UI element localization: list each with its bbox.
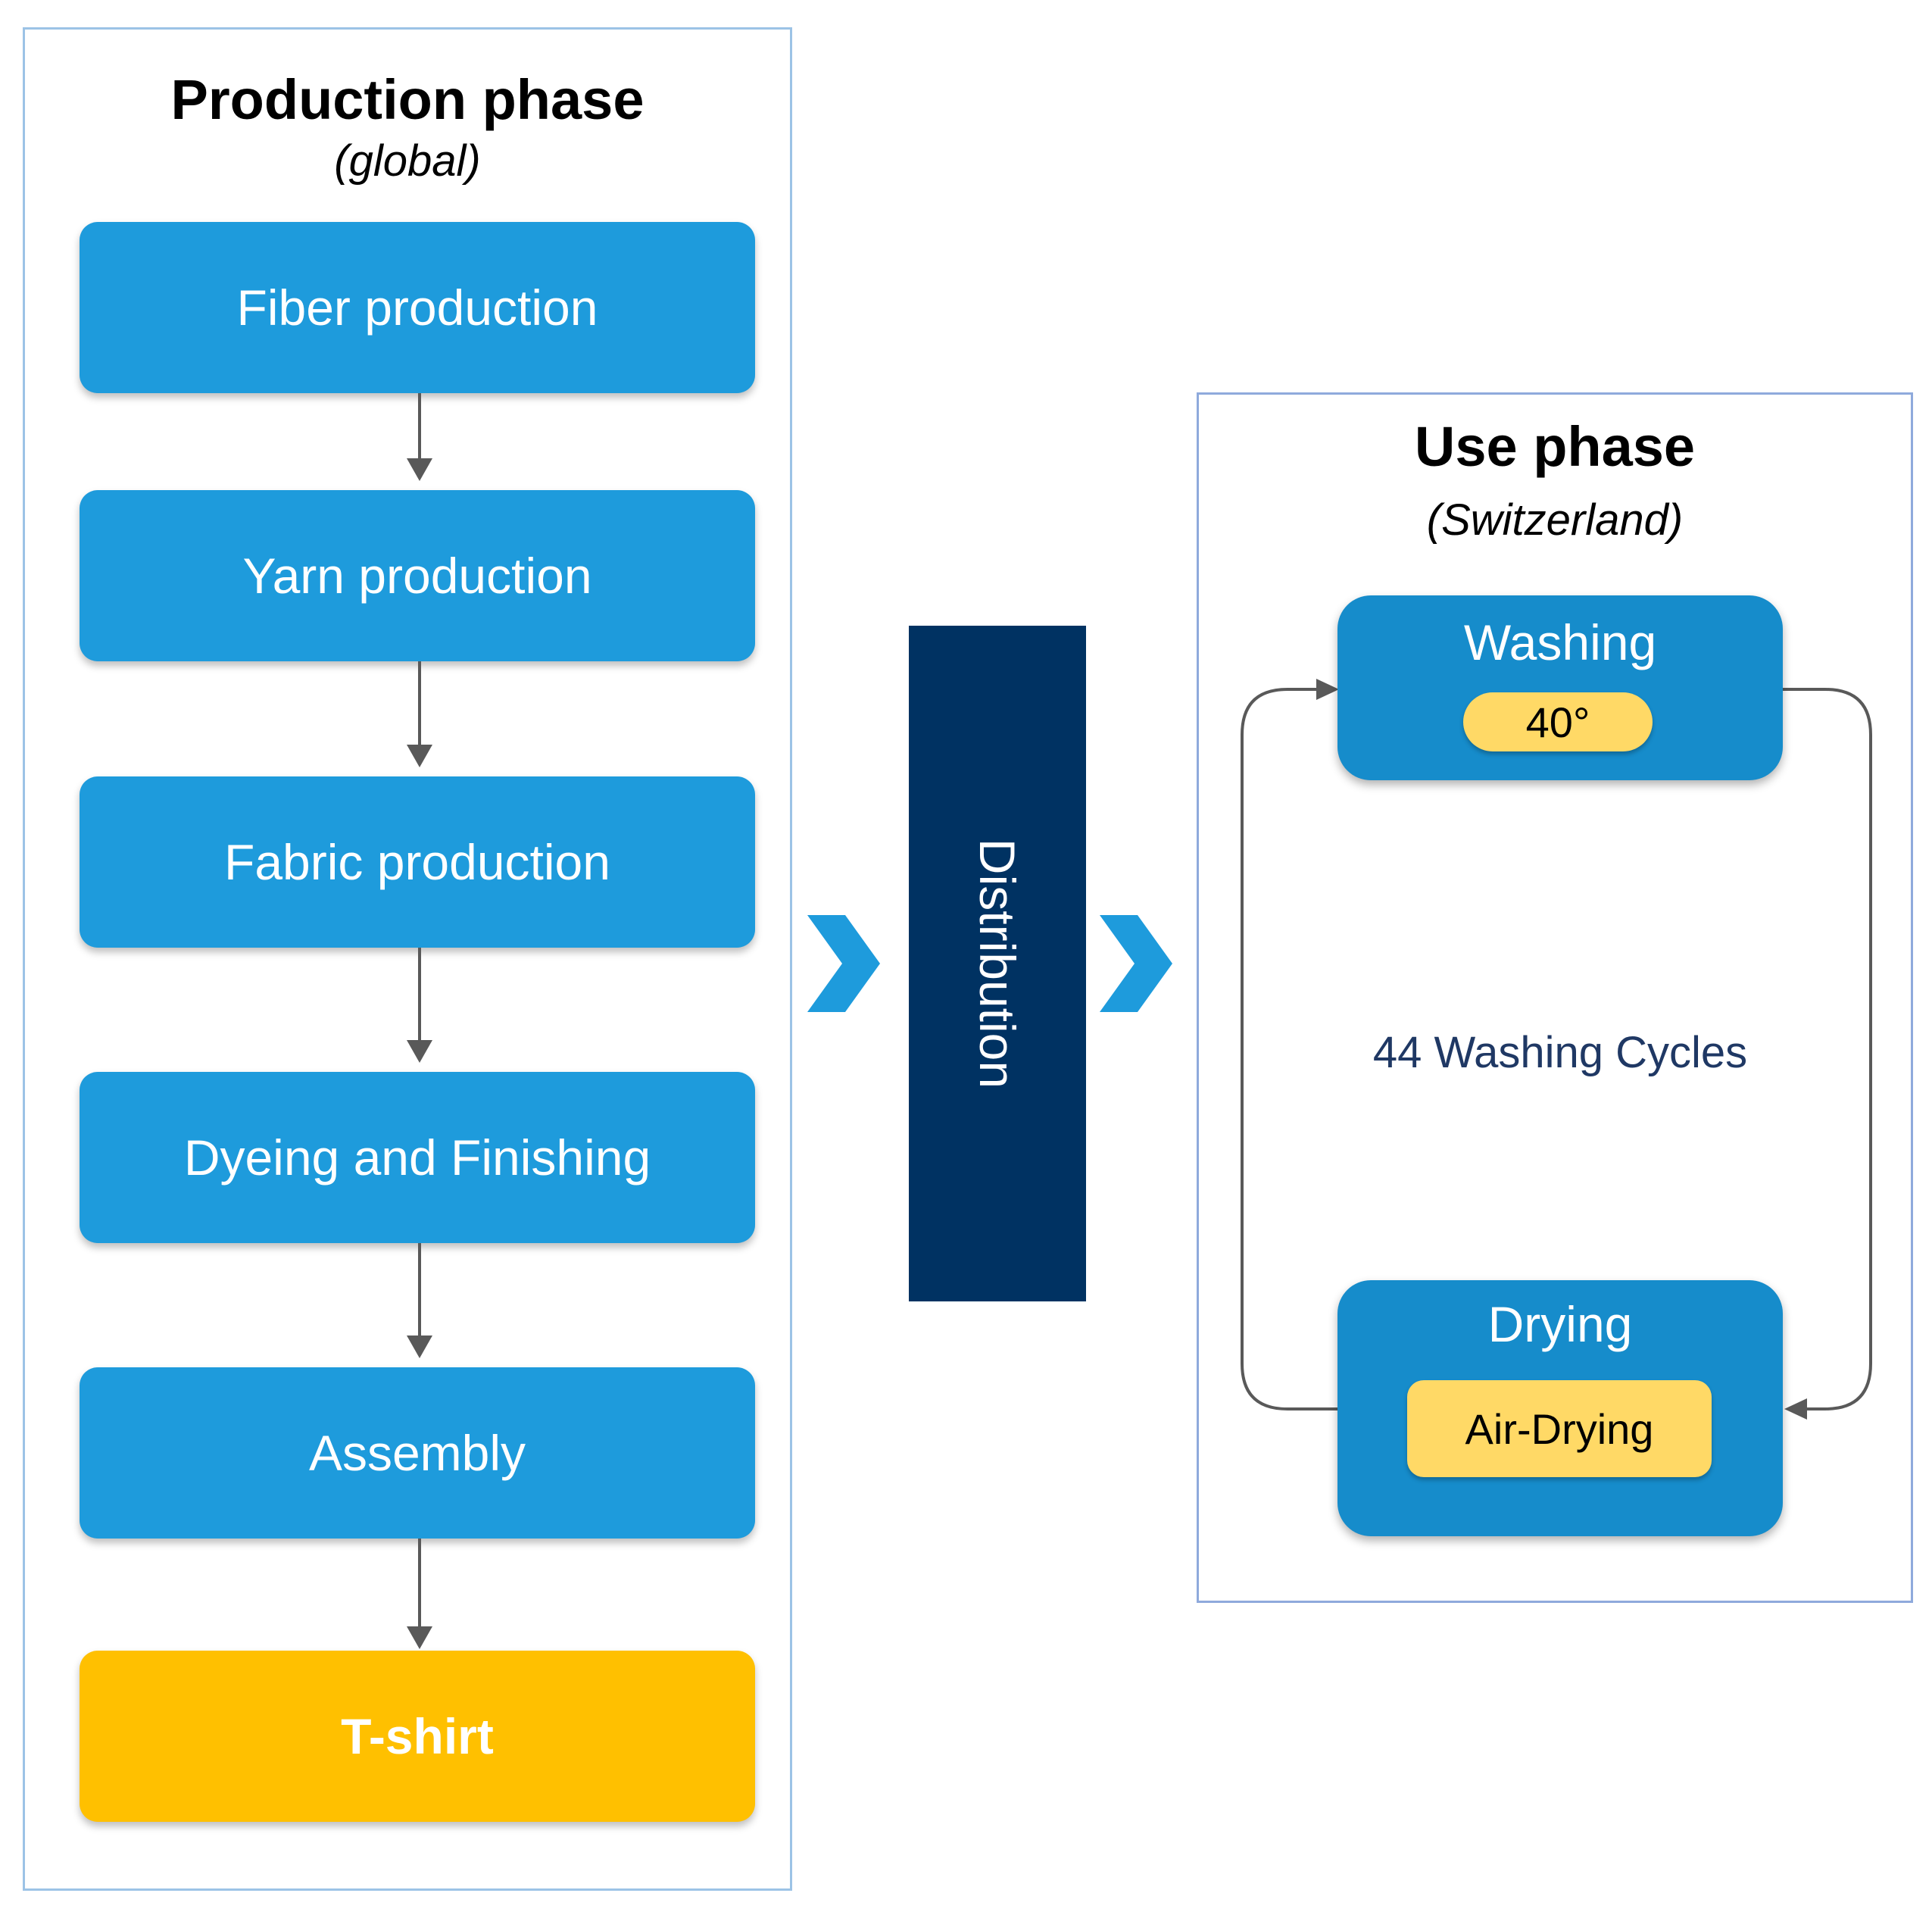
- distribution-block: Distribution: [909, 626, 1086, 1301]
- washing-box: Washing 40°: [1337, 595, 1783, 780]
- step-fabric-production: Fabric production: [80, 776, 755, 948]
- drying-box: Drying Air-Drying: [1337, 1280, 1783, 1536]
- use-phase-title: Use phase: [1414, 415, 1696, 478]
- drying-method-badge: Air-Drying: [1407, 1380, 1712, 1477]
- washing-cycles-label: 44 Washing Cycles: [1372, 1028, 1748, 1077]
- step-t-shirt: T-shirt: [80, 1651, 755, 1822]
- chevron-right-icon: [1100, 915, 1172, 1012]
- temperature-badge: 40°: [1463, 692, 1653, 751]
- production-phase-title: Production phase: [170, 68, 645, 131]
- production-phase-subtitle: (global): [334, 136, 481, 186]
- step-assembly: Assembly: [80, 1367, 755, 1539]
- chevron-right-icon: [807, 915, 880, 1012]
- step-yarn-production: Yarn production: [80, 490, 755, 661]
- production-phase-panel: Production phase (global) Fiber producti…: [23, 27, 792, 1891]
- washing-label: Washing: [1463, 614, 1657, 670]
- use-phase-subtitle: (Switzerland): [1426, 495, 1684, 545]
- drying-label: Drying: [1487, 1296, 1633, 1352]
- step-fiber-production: Fiber production: [80, 222, 755, 393]
- step-dyeing-and-finishing: Dyeing and Finishing: [80, 1072, 755, 1243]
